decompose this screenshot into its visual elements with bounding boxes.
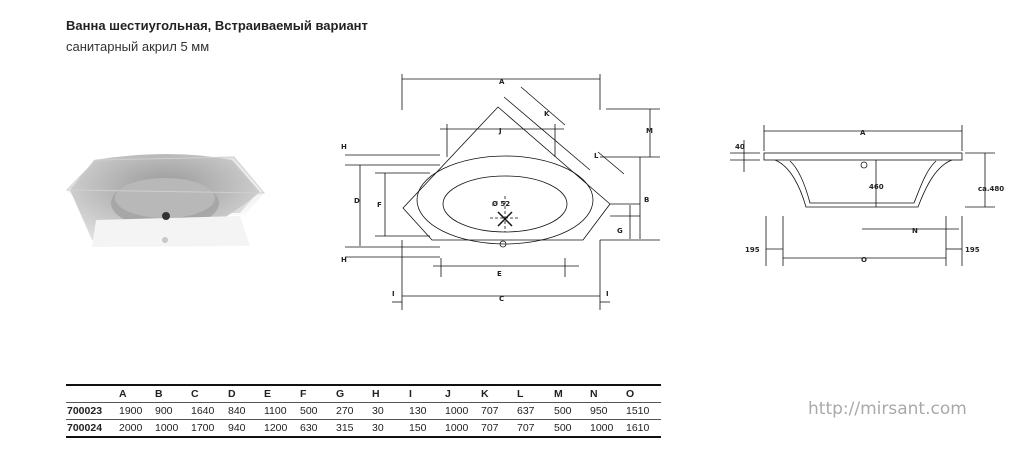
table-cell: 950 <box>590 405 608 417</box>
side-label-a: A <box>860 129 866 137</box>
dim-label-i-left: I <box>392 290 395 298</box>
table-cell: 270 <box>336 405 354 417</box>
table-header-cell: C <box>191 388 199 400</box>
table-header-cell: F <box>300 388 307 400</box>
table-header-cell: A <box>119 388 127 400</box>
table-row: 700024 2000 1000 1700 940 1200 630 315 3… <box>66 419 661 437</box>
dim-label-d: D <box>354 197 360 205</box>
table-header-cell: E <box>264 388 272 400</box>
dimensions-table: A B C D E F G H I J K L M N O 700023 190… <box>66 384 661 438</box>
table-cell: 500 <box>300 405 318 417</box>
table-header-cell: I <box>409 388 412 400</box>
table-header-cell: O <box>626 388 635 400</box>
overflow-icon <box>499 240 507 248</box>
table-header-cell <box>66 385 118 403</box>
table-cell: 1510 <box>626 405 650 417</box>
table-header-cell: D <box>228 388 236 400</box>
table-cell: 1000 <box>155 422 179 434</box>
table-cell: 150 <box>409 422 427 434</box>
drain-diameter-label: Ø 52 <box>492 200 510 208</box>
side-label-195-left: 195 <box>745 246 760 254</box>
dim-label-a: A <box>499 78 505 86</box>
dim-label-f: F <box>377 201 382 209</box>
page-subtitle: санитарный акрил 5 мм <box>66 39 210 54</box>
table-cell: 940 <box>228 422 246 434</box>
table-cell: 2000 <box>119 422 143 434</box>
dim-label-l: L <box>594 152 599 160</box>
dim-label-k: K <box>544 110 550 118</box>
bathtub-rim <box>416 155 594 245</box>
top-view-plan <box>345 74 660 310</box>
table-cell: 30 <box>372 405 384 417</box>
table-header-cell: M <box>554 388 563 400</box>
table-cell: 707 <box>517 422 535 434</box>
table-cell: 1610 <box>626 422 650 434</box>
table-header-cell: G <box>336 388 345 400</box>
table-cell: 1000 <box>445 422 469 434</box>
table-cell: 1100 <box>264 405 287 417</box>
page-title: Ванна шестиугольная, Встраиваемый вариан… <box>66 18 368 33</box>
table-cell: 1700 <box>191 422 215 434</box>
table-cell: 500 <box>554 405 572 417</box>
table-cell: 1900 <box>119 405 143 417</box>
table-cell: 1200 <box>264 422 288 434</box>
dim-label-m: M <box>646 127 653 135</box>
table-cell: 900 <box>155 405 173 417</box>
dim-label-j: J <box>498 127 502 135</box>
table-header-cell: K <box>481 388 489 400</box>
side-label-40: 40 <box>735 143 745 151</box>
table-cell: 1000 <box>590 422 614 434</box>
side-label-o: O <box>861 256 867 264</box>
dim-label-h-bottom: H <box>341 256 347 264</box>
side-dimension-labels: A 40 460 ca.480 N 195 O 195 <box>735 129 1004 264</box>
table-header-cell: N <box>590 388 598 400</box>
table-header-cell: J <box>445 388 451 400</box>
dim-label-i-right: I <box>606 290 609 298</box>
dim-label-h-top: H <box>341 143 347 151</box>
side-label-n: N <box>912 227 918 235</box>
table-header-row: A B C D E F G H I J K L M N O <box>66 385 661 403</box>
side-label-ca480: ca.480 <box>978 185 1004 193</box>
dim-label-c: C <box>499 295 504 303</box>
table-cell: 1000 <box>445 405 469 417</box>
dimension-labels: A J K L M H D F B G H E C I I Ø 52 <box>341 78 653 303</box>
table-row: 700023 1900 900 1640 840 1100 500 270 30… <box>66 402 661 420</box>
bathtub-render-image <box>65 154 266 247</box>
table-cell: 130 <box>409 405 427 417</box>
table-cell: 500 <box>554 422 572 434</box>
dim-label-b: B <box>644 196 649 204</box>
side-label-195-right: 195 <box>965 246 980 254</box>
table-cell: 1640 <box>191 405 215 417</box>
table-header-cell: H <box>372 388 380 400</box>
table-cell: 637 <box>517 405 535 417</box>
table-cell: 840 <box>228 405 246 417</box>
table-header-cell: L <box>517 388 524 400</box>
table-cell: 707 <box>481 422 499 434</box>
table-cell: 700023 <box>67 405 103 417</box>
table-cell: 315 <box>336 422 354 434</box>
side-section-view <box>730 125 995 266</box>
dim-label-g: G <box>617 227 623 235</box>
side-label-460: 460 <box>869 183 884 191</box>
table-cell: 630 <box>300 422 318 434</box>
watermark-url: http://mirsant.com <box>808 399 967 419</box>
table-header-cell: B <box>155 388 163 400</box>
table-cell: 707 <box>481 405 499 417</box>
table-cell: 700024 <box>67 422 103 434</box>
dim-label-e: E <box>497 270 502 278</box>
table-cell: 30 <box>372 422 384 434</box>
